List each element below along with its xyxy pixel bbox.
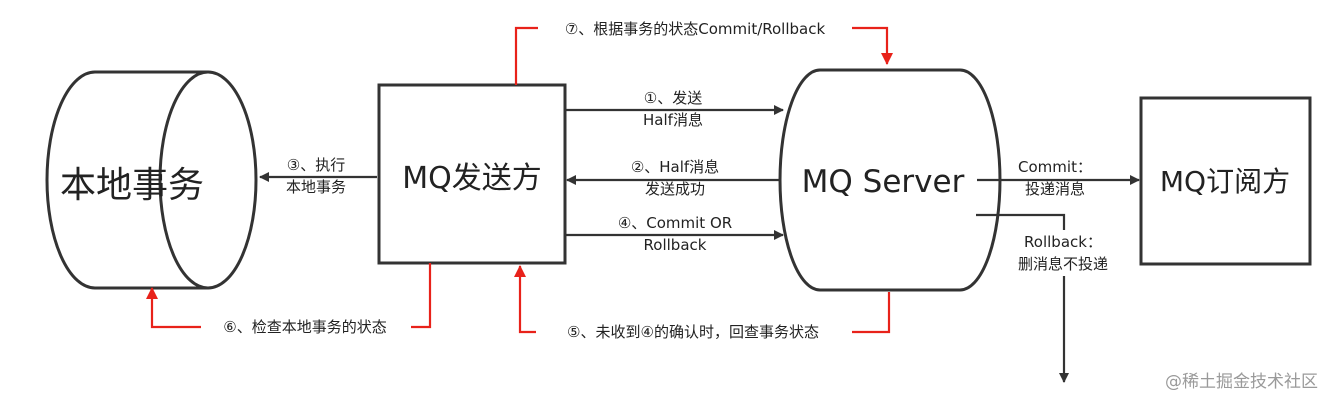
mq-server-shape xyxy=(778,68,1002,292)
producer-node: MQ发送方 xyxy=(377,83,567,265)
subscriber-label: MQ订阅方 xyxy=(1160,165,1290,198)
edge-half-success: ②、Half消息 发送成功 xyxy=(566,158,780,198)
edge-decide-label: ⑦、根据事务的状态Commit/Rollback xyxy=(565,20,826,38)
edge-send-half-message: ①、发送 Half消息 xyxy=(565,89,784,129)
edge-commit-rollback-label-2: Rollback xyxy=(644,236,707,254)
local-transaction-node: 本地事务 xyxy=(45,70,258,290)
edge-execute-local-label-1: ③、执行 xyxy=(287,156,345,174)
edge-send-half-label-1: ①、发送 xyxy=(644,89,702,107)
edge-commit-rollback-label-1: ④、Commit OR xyxy=(618,214,732,232)
subscriber-box xyxy=(1139,96,1312,266)
edge-rollback-label-1: Rollback： xyxy=(1024,233,1102,251)
edge-check-state-label: ⑥、检查本地事务的状态 xyxy=(223,318,386,336)
edge-half-success-label-2: 发送成功 xyxy=(645,180,705,198)
edge-rollback-drop: Rollback： 删消息不投递 xyxy=(976,213,1116,383)
mq-server-node: MQ Server xyxy=(778,68,1002,292)
edge-send-half-label-2: Half消息 xyxy=(643,111,703,129)
local-transaction-label: 本地事务 xyxy=(60,165,204,206)
edge-decide-by-state: ⑦、根据事务的状态Commit/Rollback xyxy=(514,19,893,85)
edge-deliver-message: Commit： 投递消息 xyxy=(977,158,1140,198)
edge-execute-local: ③、执行 本地事务 xyxy=(259,156,377,196)
edge-execute-local-label-2: 本地事务 xyxy=(286,178,346,196)
edge-check-back-label: ⑤、未收到④的确认时，回查事务状态 xyxy=(567,323,819,341)
watermark: @稀土掘金技术社区 xyxy=(1165,372,1318,392)
local-transaction-inner-curve xyxy=(158,70,209,290)
mq-server-label: MQ Server xyxy=(802,164,965,200)
producer-label: MQ发送方 xyxy=(402,161,542,196)
edge-deliver-label-2: 投递消息 xyxy=(1025,180,1085,198)
producer-box xyxy=(377,83,567,265)
edge-rollback-label-2: 删消息不投递 xyxy=(1018,255,1108,273)
edge-commit-or-rollback: ④、Commit OR Rollback xyxy=(565,214,784,254)
edge-deliver-label-1: Commit： xyxy=(1018,158,1092,176)
edge-check-local-state: ⑥、检查本地事务的状态 xyxy=(146,263,432,338)
edge-half-success-label-1: ②、Half消息 xyxy=(631,158,719,176)
subscriber-node: MQ订阅方 xyxy=(1139,96,1312,266)
edge-check-back: ⑤、未收到④的确认时，回查事务状态 xyxy=(514,265,891,343)
